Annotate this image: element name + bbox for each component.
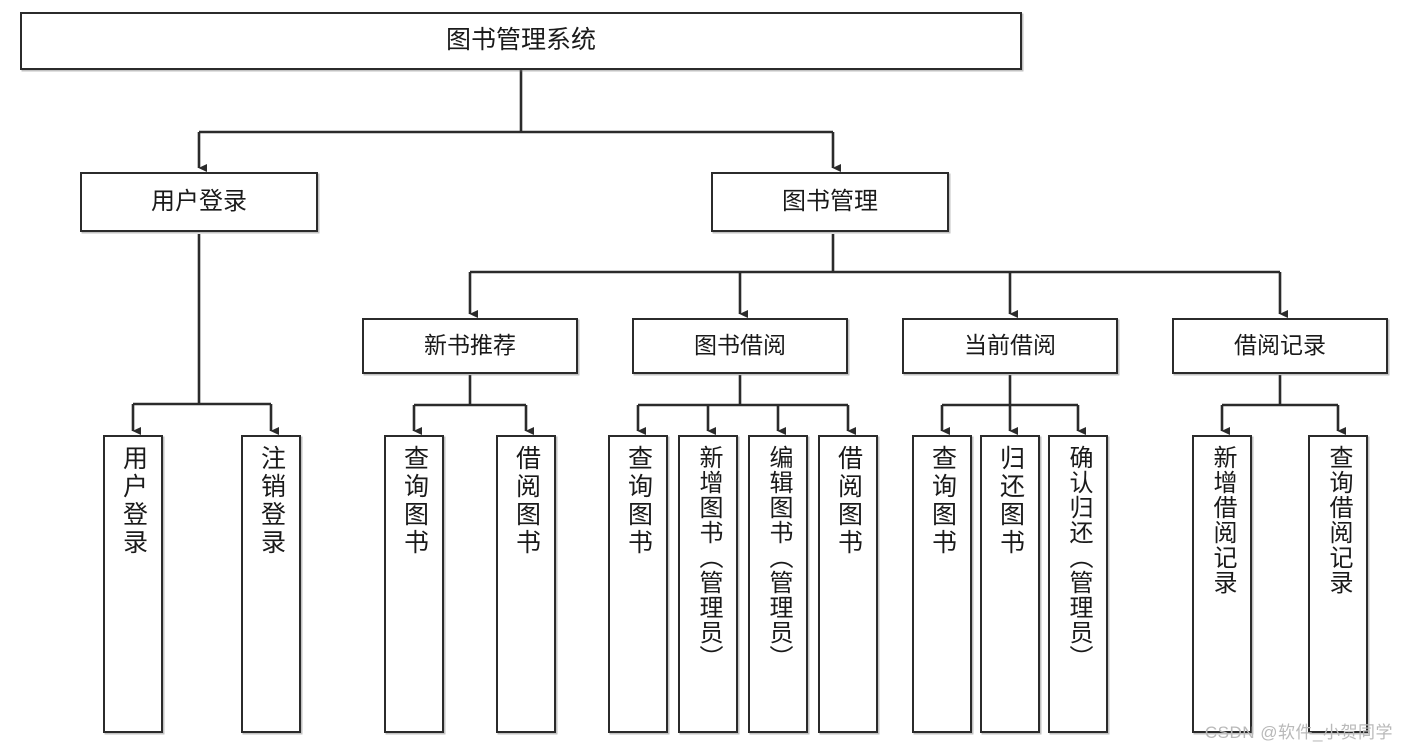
node-label: 图书管理 <box>782 187 878 215</box>
leaf-logout[interactable]: 注销登录 <box>241 435 301 733</box>
node-label: 借阅记录 <box>1234 332 1326 359</box>
node-label: 查询图书 <box>928 445 957 557</box>
leaf-book-borrow-query-book[interactable]: 查询图书 <box>608 435 668 733</box>
node-label: 新书推荐 <box>424 332 516 359</box>
node-label: 借阅图书 <box>512 445 541 557</box>
node-label: 查询图书 <box>400 445 429 557</box>
node-book-management[interactable]: 图书管理 <box>711 172 949 232</box>
node-label: 新增借阅记录 <box>1209 445 1236 595</box>
node-label: 当前借阅 <box>964 332 1056 359</box>
leaf-current-borrow-query-book[interactable]: 查询图书 <box>912 435 972 733</box>
node-label: 归还图书 <box>996 445 1025 557</box>
node-book-borrow[interactable]: 图书借阅 <box>632 318 848 374</box>
node-label: 图书借阅 <box>694 332 786 359</box>
node-user-login[interactable]: 用户登录 <box>80 172 318 232</box>
node-new-book-recommend[interactable]: 新书推荐 <box>362 318 578 374</box>
node-label: 查询图书 <box>624 445 653 557</box>
csdn-watermark: CSDN @软件_小贺同学 <box>1204 723 1393 742</box>
node-label: 图书管理系统 <box>445 26 596 55</box>
leaf-book-borrow-add-book-admin[interactable]: 新增图书（管理员） <box>678 435 738 733</box>
node-label: 用户登录 <box>119 445 148 557</box>
node-root-book-management-system[interactable]: 图书管理系统 <box>20 12 1022 70</box>
leaf-borrow-record-add-record[interactable]: 新增借阅记录 <box>1192 435 1252 733</box>
node-current-borrow[interactable]: 当前借阅 <box>902 318 1118 374</box>
node-label: 新增图书（管理员） <box>695 445 722 670</box>
leaf-new-book-borrow-book[interactable]: 借阅图书 <box>496 435 556 733</box>
node-label: 注销登录 <box>257 445 286 557</box>
leaf-book-borrow-edit-book-admin[interactable]: 编辑图书（管理员） <box>748 435 808 733</box>
node-label: 用户登录 <box>151 187 247 215</box>
node-label: 查询借阅记录 <box>1325 445 1352 595</box>
node-label: 编辑图书（管理员） <box>765 445 792 670</box>
leaf-current-borrow-confirm-return-admin[interactable]: 确认归还（管理员） <box>1048 435 1108 733</box>
node-borrow-record[interactable]: 借阅记录 <box>1172 318 1388 374</box>
leaf-user-login[interactable]: 用户登录 <box>103 435 163 733</box>
leaf-new-book-query-book[interactable]: 查询图书 <box>384 435 444 733</box>
leaf-borrow-record-query-record[interactable]: 查询借阅记录 <box>1308 435 1368 733</box>
node-label: 确认归还（管理员） <box>1065 445 1092 670</box>
leaf-current-borrow-return-book[interactable]: 归还图书 <box>980 435 1040 733</box>
node-label: 借阅图书 <box>834 445 863 557</box>
leaf-book-borrow-borrow-book[interactable]: 借阅图书 <box>818 435 878 733</box>
